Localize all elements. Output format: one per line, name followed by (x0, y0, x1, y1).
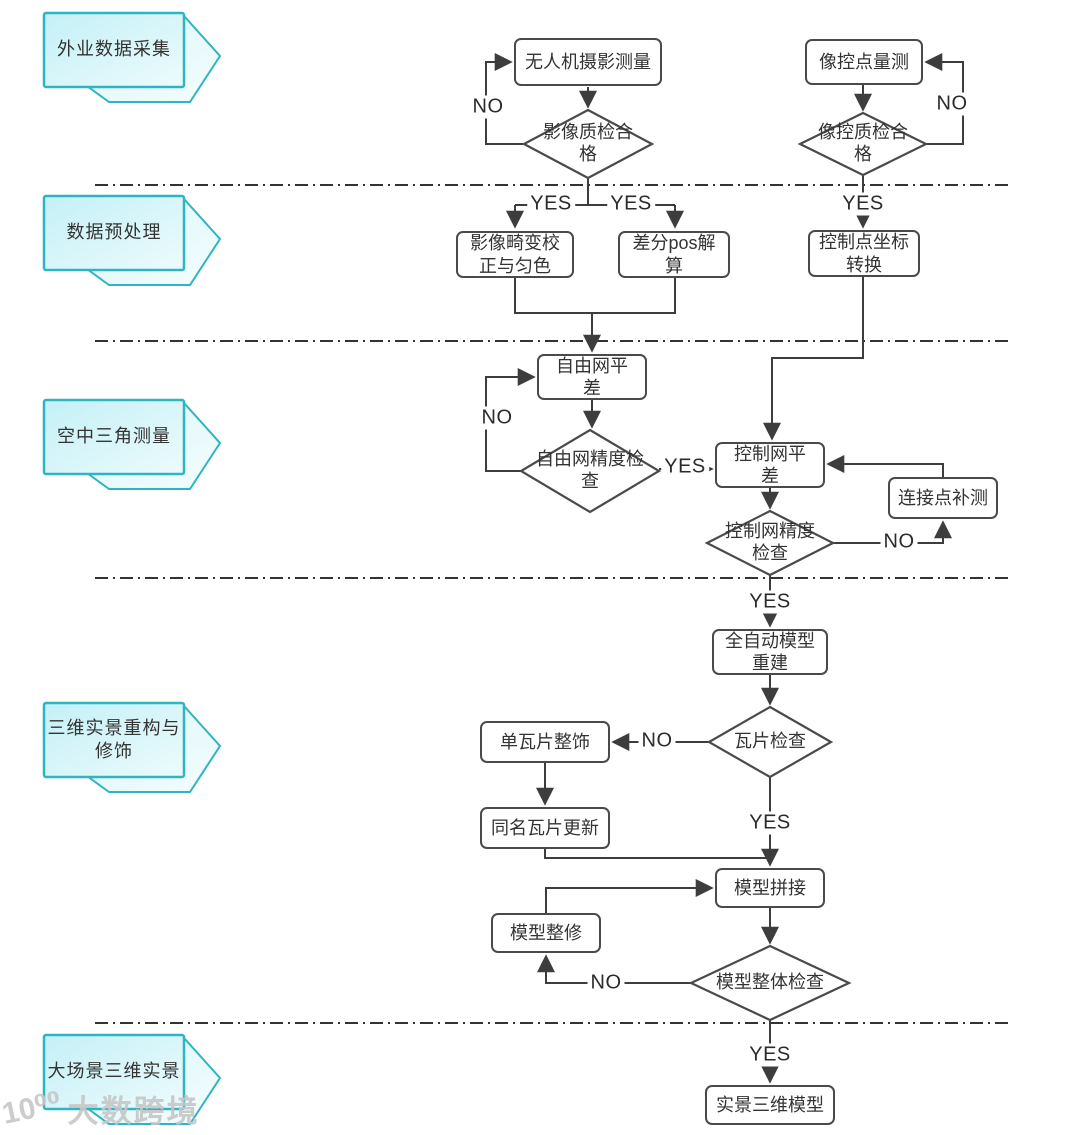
node-label: 控制点坐标转换 (819, 232, 909, 275)
phase-label: 外业数据采集 (57, 39, 171, 60)
phase-banner-3d-reconstruction: 三维实景重构与修饰 (41, 700, 223, 796)
edge-label-no: NO (933, 92, 971, 116)
edge-repair-to-mergebox (545, 879, 714, 913)
node-label: 实景三维模型 (716, 1094, 824, 1115)
edge-label-no: NO (469, 95, 507, 119)
edge-label-yes: YES (607, 192, 655, 216)
node-label: 全自动模型重建 (725, 630, 815, 674)
phase-label: 三维实景重构与修饰 (47, 717, 181, 761)
edge-merge-distortion-pos (514, 278, 676, 314)
edge-label-yes: YES (746, 811, 794, 835)
node-same-tile-update: 同名瓦片更新 (480, 807, 610, 849)
node-single-tile-refine: 单瓦片整饰 (480, 721, 610, 763)
node-free-network-adjustment: 自由网平差 (537, 354, 647, 400)
edge-label-yes: YES (746, 1043, 794, 1067)
node-differential-pos: 差分pos解算 (618, 231, 730, 278)
decision-tile-check-shape (706, 705, 834, 779)
watermark-logo: 10⁰⁰ 大数跨境 (0, 1086, 200, 1131)
node-distortion-correction: 影像畸变校正与匀色 (456, 231, 574, 278)
node-final-3d-model: 实景三维模型 (705, 1085, 835, 1125)
node-label: 单瓦片整饰 (500, 731, 590, 752)
edge-sametile-to-merge (544, 847, 770, 859)
banner-arrow-shape (42, 194, 222, 286)
watermark-mark: 10⁰⁰ (0, 1086, 65, 1131)
edge-tiepoint-to-ctrlnet (826, 455, 944, 477)
node-uav-photogrammetry: 无人机摄影测量 (514, 38, 662, 86)
edge-label-yes: YES (839, 192, 887, 216)
edge-label-no: NO (638, 729, 676, 753)
node-model-repair: 模型整修 (491, 913, 601, 953)
node-label: 模型整修 (510, 922, 582, 943)
node-label: 无人机摄影测量 (525, 51, 651, 72)
node-label: 自由网平差 (556, 355, 628, 399)
edge-coord-to-ctrlnet (763, 277, 864, 441)
banner-arrow-shape (42, 11, 222, 103)
node-model-merge: 模型拼接 (715, 868, 825, 908)
node-label: 连接点补测 (898, 487, 988, 508)
node-label: 差分pos解算 (632, 233, 716, 276)
edge-modelcheck-no (537, 954, 691, 984)
banner-arrow-shape (42, 1033, 222, 1125)
edge-label-yes: YES (661, 455, 709, 479)
edge-label-no: NO (587, 971, 625, 995)
phase-label: 大场景三维实景 (47, 1061, 181, 1082)
node-gcp-measurement: 像控点量测 (805, 39, 923, 85)
banner-arrow-shape (42, 398, 222, 490)
edge-label-yes: YES (527, 192, 575, 216)
phase-separators (95, 184, 1012, 1024)
node-label: 模型拼接 (734, 877, 806, 898)
watermark-text: 大数跨境 (67, 1094, 200, 1129)
decision-freenet-check-shape (518, 428, 662, 514)
decision-ctrlnet-check-shape (704, 509, 836, 577)
node-label: 控制网平差 (734, 443, 806, 487)
node-label: 像控点量测 (819, 51, 909, 72)
edge-label-no: NO (478, 406, 516, 430)
banner-arrow-shape (42, 701, 222, 793)
node-coordinate-conversion: 控制点坐标转换 (808, 230, 920, 277)
node-tie-point-supplement: 连接点补测 (888, 477, 998, 519)
edge-ctrlcheck-no-to-tiepoint (833, 520, 952, 544)
decision-image-qc-shape (521, 108, 655, 180)
node-control-network-adjustment: 控制网平差 (715, 442, 825, 488)
phase-banner-large-scene: 大场景三维实景 (41, 1032, 223, 1128)
decision-shapes (518, 108, 929, 1022)
phase-label: 数据预处理 (66, 222, 162, 243)
phase-label: 空中三角测量 (57, 426, 171, 447)
phase-banner-data-preprocessing: 数据预处理 (41, 193, 223, 289)
edge-label-no: NO (880, 530, 918, 554)
phase-banner-field-data-collection: 外业数据采集 (41, 10, 223, 106)
node-label: 同名瓦片更新 (491, 817, 599, 838)
edge-label-yes: YES (746, 590, 794, 614)
node-auto-model-reconstruction: 全自动模型重建 (712, 629, 828, 675)
phase-banner-aerial-triangulation: 空中三角测量 (41, 397, 223, 493)
node-label: 影像畸变校正与匀色 (470, 233, 560, 276)
decision-gcp-qc-shape (797, 111, 929, 177)
decision-model-check-shape (688, 944, 852, 1022)
